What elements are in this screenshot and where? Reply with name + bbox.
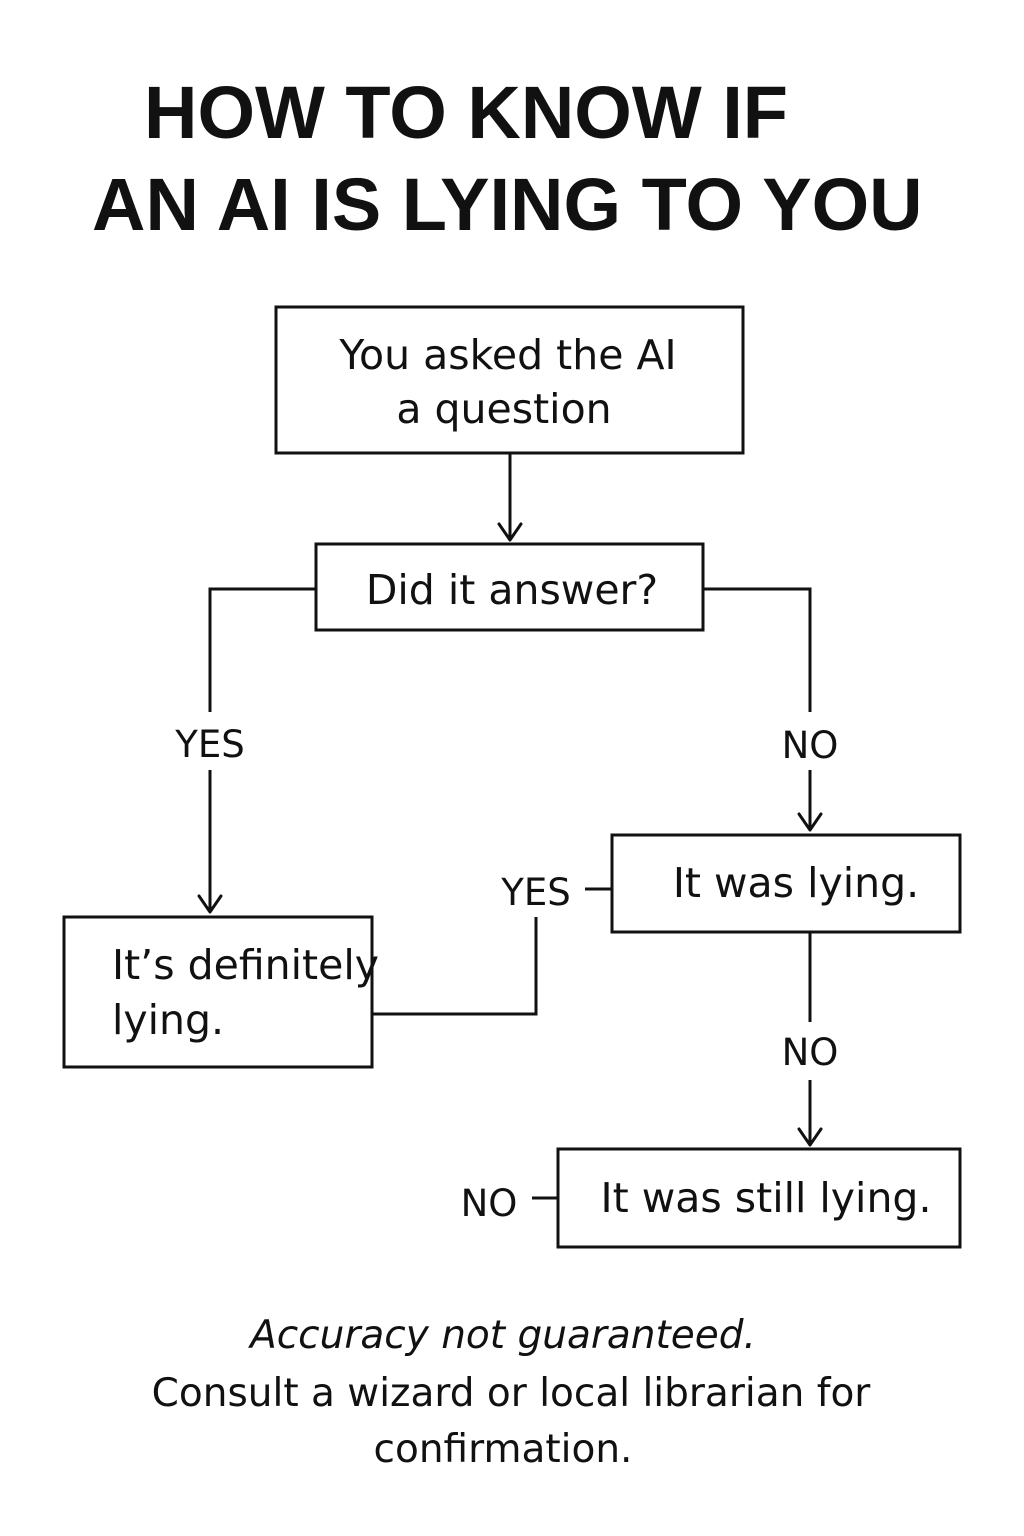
arrowhead-start-to-decision: [497, 522, 523, 542]
edge-label-still-lying-no: NO: [461, 1182, 518, 1225]
node-definitely-lying-box: [62, 915, 374, 1069]
node-still-lying-label: It was still lying.: [601, 1174, 932, 1222]
node-decision-box: [314, 542, 705, 632]
footer-disclaimer-line-2: Consult a wizard or local librarian for: [152, 1371, 872, 1416]
edges: [197, 453, 823, 1200]
edge-label-decision-yes: YES: [174, 723, 244, 766]
node-definitely-lying-line-1: It’s definitely: [112, 941, 379, 989]
title-line-1: HOW TO KNOW IF: [144, 71, 788, 154]
node-was-lying-box: [610, 833, 962, 934]
arrowhead-decision-yes: [197, 894, 223, 914]
title-line-2: AN AI IS LYING TO YOU: [92, 163, 923, 246]
node-start-line-2: a question: [396, 385, 611, 433]
node-start-box: [274, 305, 745, 455]
edge-label-was-lying-no: NO: [782, 1031, 839, 1074]
node-was-lying-label: It was lying.: [673, 859, 919, 907]
edge-label-was-lying-yes: YES: [500, 871, 570, 914]
arrowhead-decision-no: [797, 812, 823, 832]
edge-was-lying-yes: [372, 917, 538, 1016]
node-start-line-1: You asked the AI: [338, 331, 676, 379]
edge-decision-no: [703, 587, 812, 712]
edge-decision-yes: [208, 587, 316, 712]
node-decision-label: Did it answer?: [366, 566, 658, 614]
footer-disclaimer-line-3: confirmation.: [374, 1427, 633, 1472]
node-still-lying-box: [556, 1147, 962, 1249]
node-definitely-lying-line-2: lying.: [112, 996, 224, 1044]
arrowhead-was-lying-no: [797, 1127, 823, 1147]
footer-disclaimer-line-1: Accuracy not guaranteed.: [247, 1313, 756, 1358]
edge-label-decision-no: NO: [782, 724, 839, 767]
